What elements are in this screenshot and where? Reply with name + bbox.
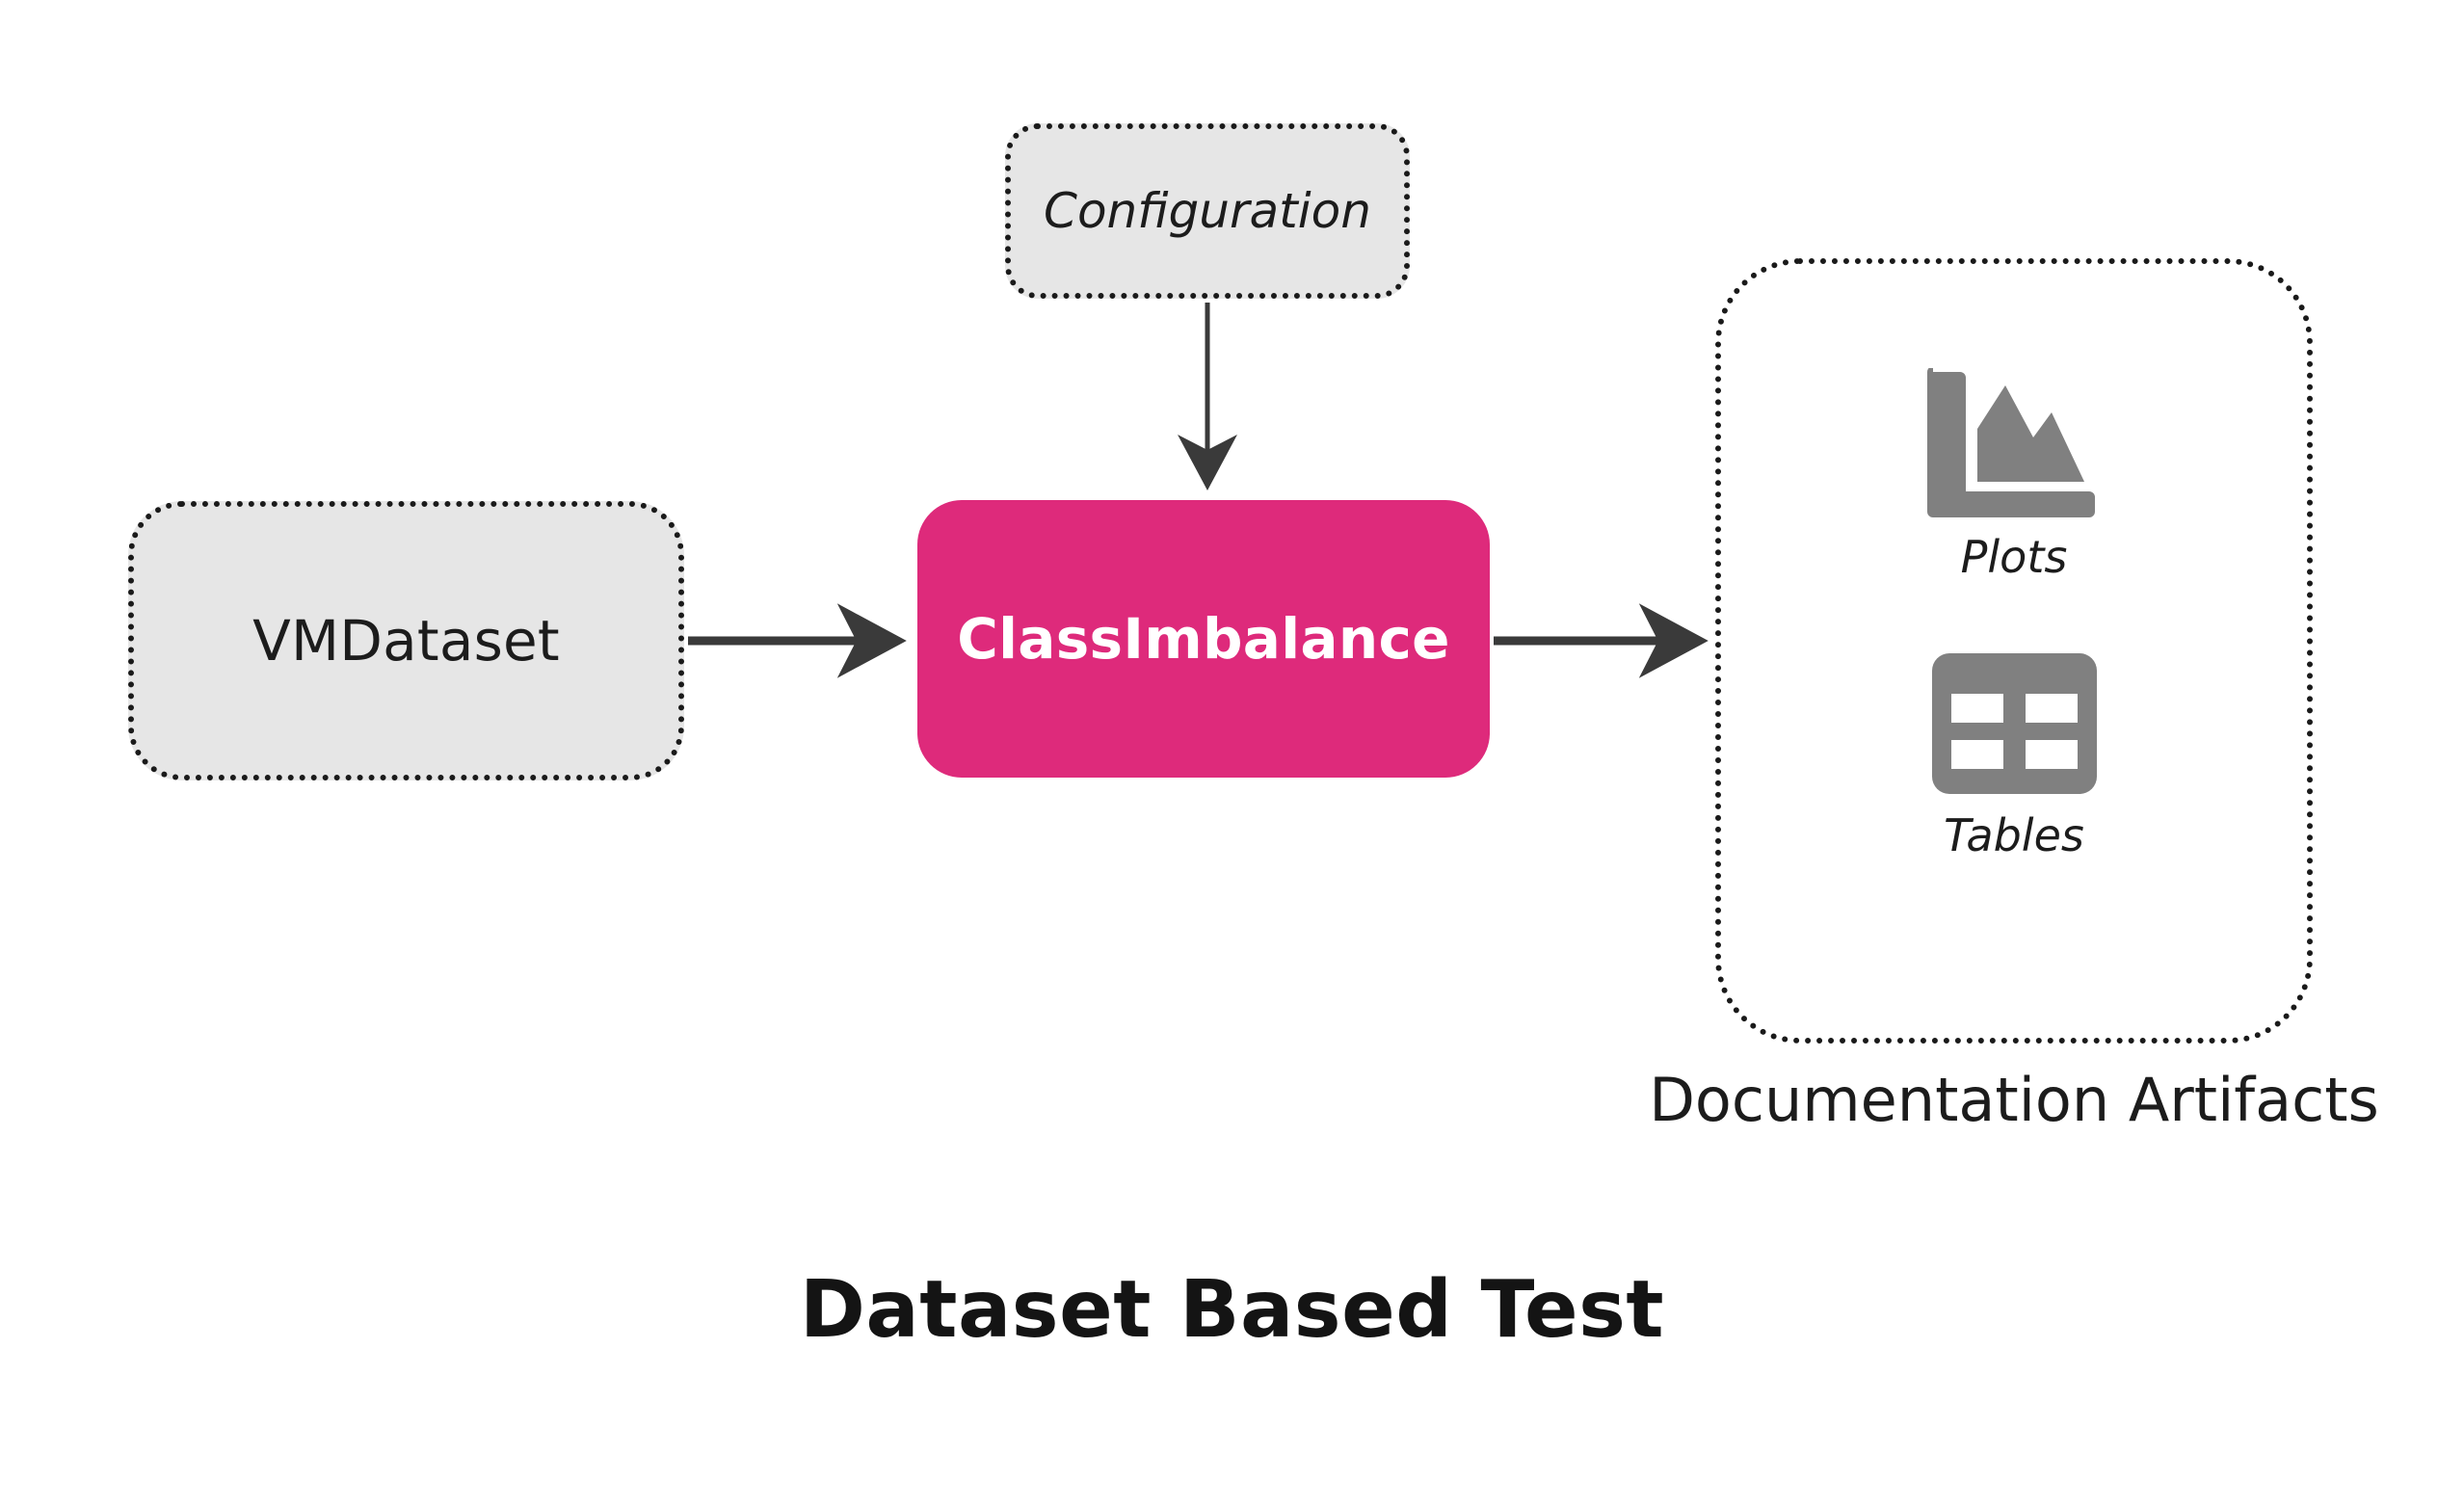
documentation-artifacts-container: Plots Tables — [1715, 258, 2313, 1044]
node-vmdataset-label: VMDataset — [252, 608, 560, 674]
node-vmdataset[interactable]: VMDataset — [128, 501, 684, 780]
diagram-title: Dataset Based Test — [799, 1264, 1665, 1356]
node-configuration[interactable]: Configuration — [1005, 123, 1410, 299]
artifact-tables[interactable]: Tables — [1721, 651, 2307, 861]
node-configuration-label: Configuration — [1044, 183, 1371, 239]
table-grid-icon — [1931, 653, 2097, 794]
artifact-tables-label: Tables — [1944, 809, 2084, 861]
artifact-plots[interactable]: Plots — [1721, 368, 2307, 583]
node-classimbalance[interactable]: ClassImbalance — [917, 500, 1490, 778]
node-classimbalance-label: ClassImbalance — [957, 606, 1450, 672]
documentation-artifacts-caption: Documentation Artifacts — [1649, 1065, 2379, 1135]
artifact-plots-label: Plots — [1960, 531, 2068, 583]
chart-area-icon — [1927, 368, 2095, 517]
